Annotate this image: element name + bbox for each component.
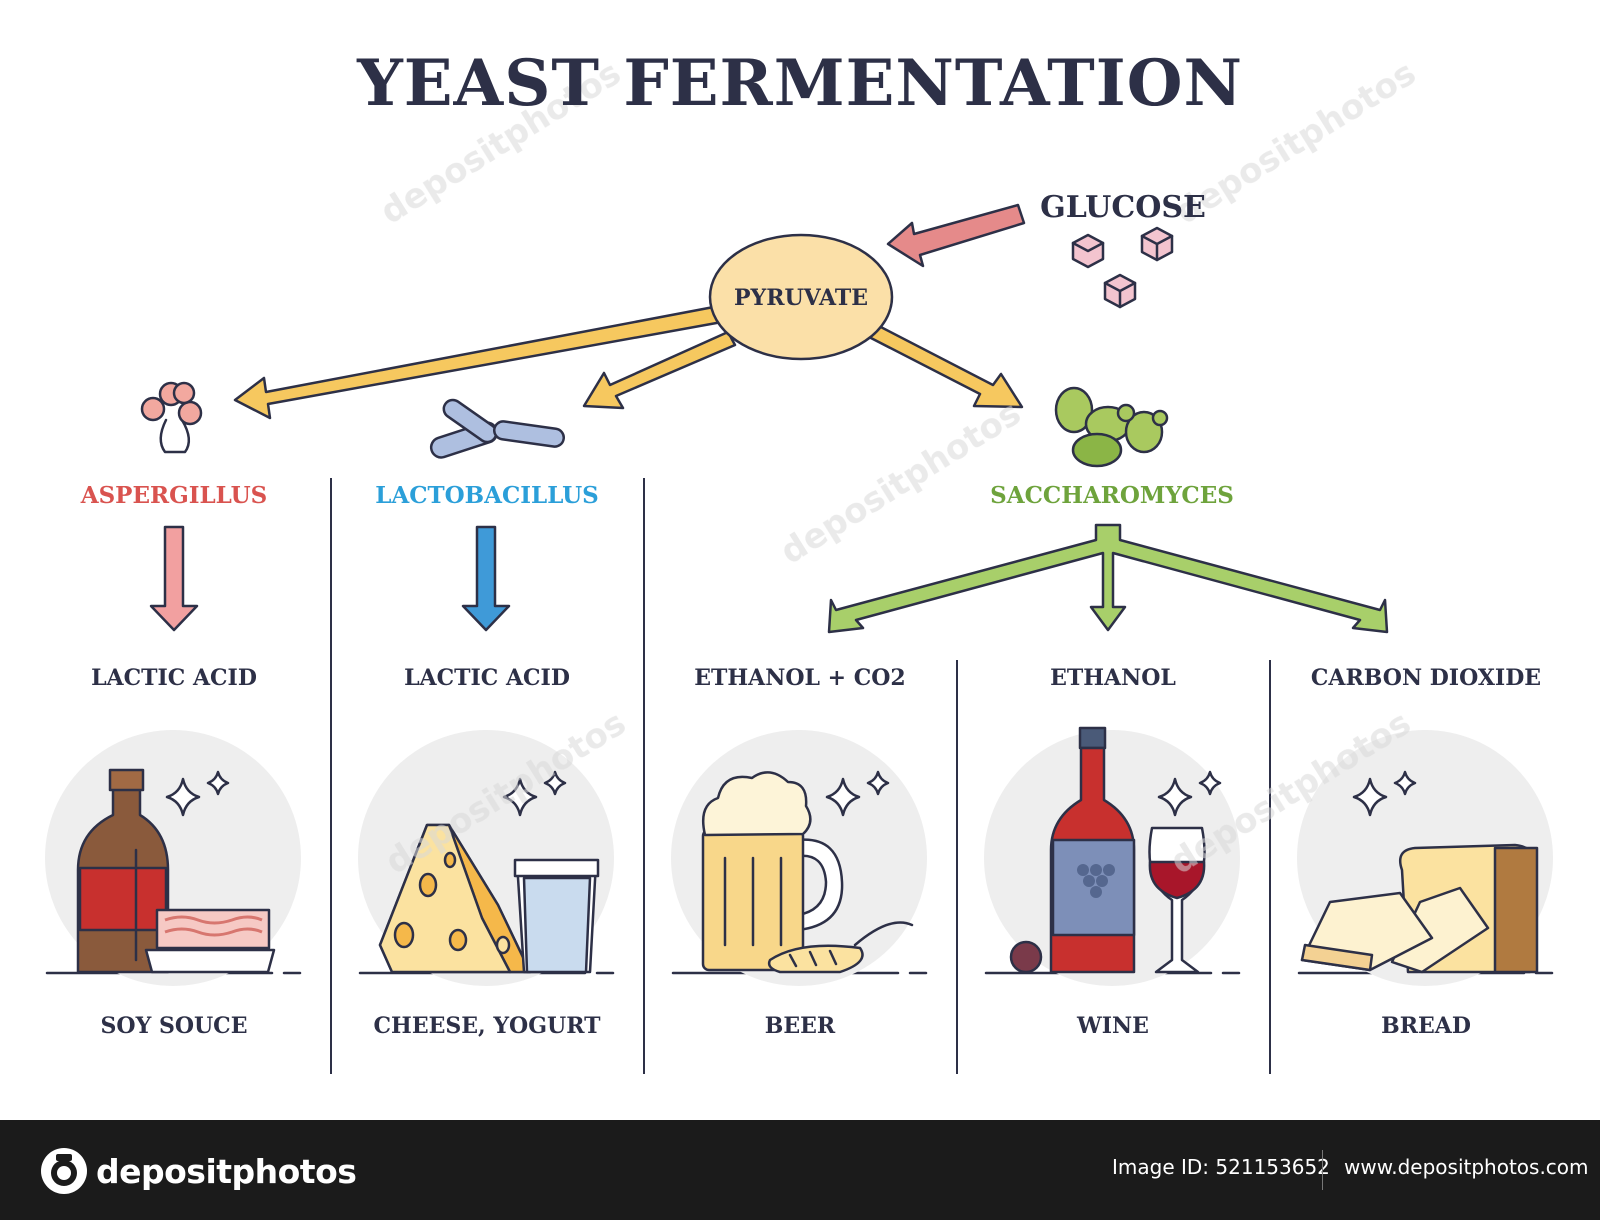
arrow-to-saccharomyces <box>867 322 1024 409</box>
bread-icon <box>1300 843 1539 974</box>
pyruvate-label: PYRUVATE <box>733 285 869 311</box>
product-lactic-acid-1: LACTIC ACID <box>91 665 257 691</box>
footer-divider <box>1322 1150 1323 1190</box>
brand-name: depositphotos <box>96 1151 357 1191</box>
food-wine: WINE <box>1077 1013 1149 1039</box>
site-link[interactable]: www.depositphotos.com <box>1344 1155 1589 1179</box>
soy-sauce-icon <box>76 768 276 974</box>
aspergillus-down-arrow <box>149 525 199 632</box>
product-ethanol: ETHANOL <box>1050 665 1176 691</box>
image-id: Image ID: 521153652 <box>1112 1155 1330 1179</box>
saccharomyces-label: SACCHAROMYCES <box>990 482 1234 509</box>
food-bread: BREAD <box>1381 1013 1471 1039</box>
footer-bar: depositphotos Image ID: 521153652 www.de… <box>0 1120 1600 1220</box>
aspergillus-label: ASPERGILLUS <box>80 482 268 509</box>
diagram-artwork: .o{stroke:#2d3047;stroke-width:2.5;strok… <box>45 53 1554 1074</box>
cheese-yogurt-icon <box>378 823 600 974</box>
camera-icon <box>41 1148 87 1194</box>
watermark: depositphotos depositphotos depositphoto… <box>374 53 1423 883</box>
lactobacillus-icon <box>429 398 565 459</box>
food-beer: BEER <box>764 1013 836 1039</box>
arrow-to-aspergillus <box>233 304 724 420</box>
saccharomyces-arrows <box>827 523 1389 634</box>
glucose-to-pyruvate-arrow <box>886 203 1026 268</box>
brand-logo[interactable]: depositphotos <box>40 1147 357 1195</box>
page-title: YEAST FERMENTATION <box>357 46 1243 121</box>
beer-icon <box>701 771 914 974</box>
saccharomyces-icon <box>1054 386 1169 468</box>
product-carbon-dioxide: CARBON DIOXIDE <box>1310 665 1542 691</box>
aspergillus-icon <box>140 381 203 454</box>
food-soy-souce: SOY SOUCE <box>100 1013 248 1039</box>
food-cheese-yogurt: CHEESE, YOGURT <box>373 1013 601 1039</box>
sugar-cubes-icon <box>1071 226 1174 309</box>
pyruvate-node <box>708 233 894 361</box>
infographic: .o{stroke:#2d3047;stroke-width:2.5;strok… <box>45 46 1554 1074</box>
product-lactic-acid-2: LACTIC ACID <box>404 665 570 691</box>
sparkle-icons <box>165 770 1417 817</box>
pyruvate-arrows <box>233 304 1024 420</box>
lactobacillus-label: LACTOBACILLUS <box>375 482 599 509</box>
arrow-to-lactobacillus <box>582 330 737 410</box>
wine-icon <box>1009 726 1206 974</box>
column-dividers <box>330 478 1271 1074</box>
lactobacillus-down-arrow <box>461 525 511 632</box>
product-ethanol-co2: ETHANOL + CO2 <box>694 665 906 691</box>
glucose-label: GLUCOSE <box>1040 190 1206 225</box>
